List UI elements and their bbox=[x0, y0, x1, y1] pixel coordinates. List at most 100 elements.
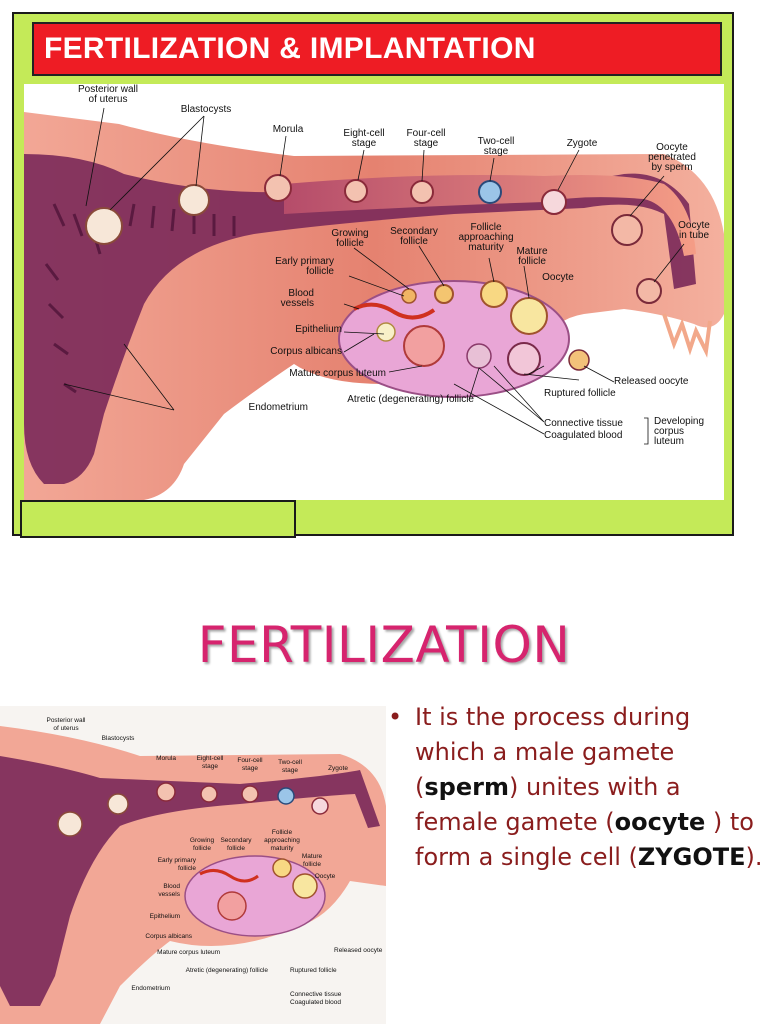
label-growing-2: follicle bbox=[336, 238, 364, 249]
label-mature-corpus-luteum: Mature corpus luteum bbox=[157, 949, 220, 956]
label-zygote: Zygote bbox=[328, 765, 348, 772]
label-epithelium: Epithelium bbox=[150, 913, 180, 920]
label-two-cell: Two-cell bbox=[278, 759, 302, 766]
label-endometrium: Endometrium bbox=[249, 402, 308, 413]
follicle-mature bbox=[293, 874, 317, 898]
slide-title: FERTILIZATION & IMPLANTATION bbox=[32, 22, 722, 76]
label-approaching-3: maturity bbox=[468, 242, 504, 253]
blastocyst-2 bbox=[179, 185, 209, 215]
two-cell-cell bbox=[278, 788, 294, 804]
oocyte-penetrated bbox=[612, 215, 642, 245]
follicle-approaching bbox=[481, 281, 507, 307]
label-endometrium: Endometrium bbox=[131, 985, 170, 992]
label-mature-2: follicle bbox=[303, 861, 321, 868]
follicle-approaching bbox=[273, 859, 291, 877]
label-morula: Morula bbox=[156, 755, 176, 762]
label-two-cell-2: stage bbox=[282, 767, 298, 774]
label-blood-vessels-2: vessels bbox=[281, 298, 314, 309]
corpus-albicans bbox=[377, 323, 395, 341]
label-secondary: Secondary bbox=[220, 837, 252, 844]
label-mature: Mature bbox=[302, 853, 323, 860]
label-oocyte: Oocyte bbox=[542, 272, 574, 283]
morula-cell bbox=[157, 783, 175, 801]
label-ruptured-follicle: Ruptured follicle bbox=[544, 388, 616, 399]
label-coagulated-blood: Coagulated blood bbox=[544, 430, 622, 441]
label-approaching-2: approaching bbox=[264, 837, 300, 844]
zygote-cell bbox=[542, 190, 566, 214]
label-secondary-2: follicle bbox=[400, 236, 428, 247]
zygote-cell bbox=[312, 798, 328, 814]
bullet-part-4: ). bbox=[746, 843, 763, 871]
label-four-cell-2: stage bbox=[242, 765, 258, 772]
label-eight-cell-2: stage bbox=[352, 138, 377, 149]
ruptured-follicle bbox=[508, 343, 540, 375]
label-early-primary: Early primary bbox=[158, 857, 197, 864]
label-early-primary-2: follicle bbox=[306, 266, 334, 277]
label-ruptured-follicle: Ruptured follicle bbox=[290, 967, 337, 974]
follicle-mature bbox=[511, 298, 547, 334]
follicle-secondary bbox=[435, 285, 453, 303]
morula-cell bbox=[265, 175, 291, 201]
four-cell-cell bbox=[411, 181, 433, 203]
label-oocyte-tube-2: in tube bbox=[679, 230, 709, 241]
eight-cell-cell bbox=[201, 786, 217, 802]
term-zygote: ZYGOTE bbox=[638, 843, 746, 871]
label-four-cell-2: stage bbox=[414, 138, 439, 149]
label-posterior-wall: Posterior wall bbox=[46, 717, 86, 724]
corpus-luteum bbox=[218, 892, 246, 920]
label-developing-3: luteum bbox=[654, 436, 684, 447]
label-growing-2: follicle bbox=[193, 845, 211, 852]
label-oocyte: Oocyte bbox=[315, 873, 336, 880]
blastocyst-1 bbox=[86, 208, 122, 244]
reproductive-tract-diagram-small: Posterior wall of uterus Blastocysts Mor… bbox=[0, 706, 386, 1024]
label-approaching-3: maturity bbox=[270, 845, 294, 852]
label-connective-tissue: Connective tissue bbox=[544, 418, 623, 429]
label-growing: Growing bbox=[190, 837, 215, 844]
label-mature-corpus-luteum: Mature corpus luteum bbox=[289, 368, 386, 379]
label-secondary-2: follicle bbox=[227, 845, 245, 852]
label-blastocysts: Blastocysts bbox=[181, 104, 232, 115]
label-early-primary-2: follicle bbox=[178, 865, 196, 872]
label-posterior-wall-2: of uterus bbox=[89, 94, 128, 105]
label-oocyte-penetrated-3: by sperm bbox=[651, 162, 692, 173]
eight-cell-cell bbox=[345, 180, 367, 202]
slide-fertilization-implantation: FERTILIZATION & IMPLANTATION bbox=[12, 12, 734, 536]
reproductive-tract-diagram: Posterior wall of uterus Blastocysts Mor… bbox=[24, 84, 724, 500]
bullet-marker: • bbox=[388, 700, 402, 735]
definition-bullet: • It is the process during which a male … bbox=[388, 700, 764, 875]
fertilization-heading: FERTILIZATION bbox=[0, 616, 768, 674]
label-morula: Morula bbox=[273, 124, 304, 135]
label-blastocysts: Blastocysts bbox=[102, 735, 136, 742]
label-eight-cell: Eight-cell bbox=[197, 755, 224, 762]
label-released-oocyte: Released oocyte bbox=[614, 376, 689, 387]
bullet-text: It is the process during which a male ga… bbox=[415, 700, 764, 875]
blastocyst-2 bbox=[108, 794, 128, 814]
oocyte-in-tube bbox=[637, 279, 661, 303]
label-coagulated-blood: Coagulated blood bbox=[290, 999, 341, 1006]
label-two-cell-2: stage bbox=[484, 146, 509, 157]
label-connective-tissue: Connective tissue bbox=[290, 991, 342, 998]
blastocyst-1 bbox=[58, 812, 82, 836]
term-oocyte: oocyte bbox=[615, 808, 706, 836]
two-cell-cell bbox=[479, 181, 501, 203]
label-blood-vessels: Blood bbox=[163, 883, 180, 890]
corpus-luteum bbox=[404, 326, 444, 366]
label-zygote: Zygote bbox=[567, 138, 598, 149]
label-atretic: Atretic (degenerating) follicle bbox=[347, 394, 474, 405]
label-posterior-wall-2: of uterus bbox=[53, 725, 79, 732]
label-blood-vessels-2: vessels bbox=[158, 891, 180, 898]
label-mature-2: follicle bbox=[518, 256, 546, 267]
footer-box bbox=[20, 500, 296, 538]
label-approaching: Follicle bbox=[272, 829, 293, 836]
follicle-growing bbox=[402, 289, 416, 303]
label-four-cell: Four-cell bbox=[237, 757, 263, 764]
label-released-oocyte: Released oocyte bbox=[334, 947, 383, 954]
bracket bbox=[644, 418, 648, 444]
label-atretic: Atretic (degenerating) follicle bbox=[186, 967, 269, 974]
atretic-follicle bbox=[467, 344, 491, 368]
label-corpus-albicans: Corpus albicans bbox=[270, 346, 342, 357]
term-sperm: sperm bbox=[424, 773, 509, 801]
label-eight-cell-2: stage bbox=[202, 763, 218, 770]
four-cell-cell bbox=[242, 786, 258, 802]
label-corpus-albicans: Corpus albicans bbox=[145, 933, 192, 940]
